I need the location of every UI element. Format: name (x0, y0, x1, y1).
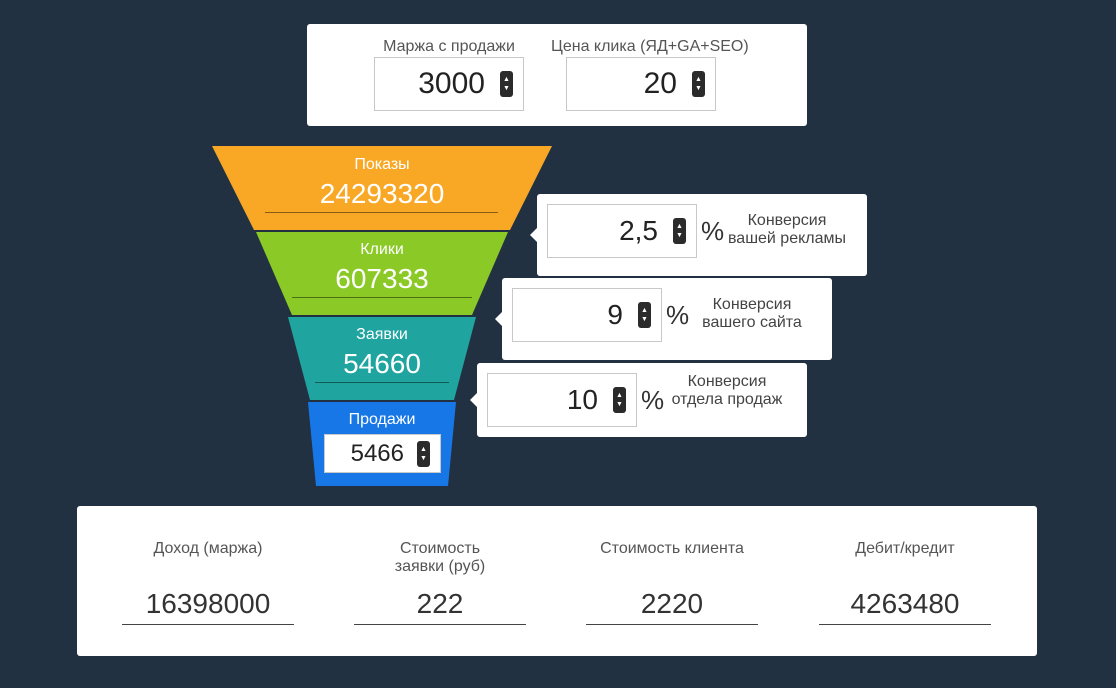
ad-conversion-box: 2,5 ▲▼ % Конверсия вашей рекламы (530, 194, 867, 276)
sales-conversion-spinner-icon[interactable]: ▲▼ (613, 387, 626, 413)
margin-label: Маржа с продажи (383, 38, 515, 55)
funnel-stage-impressions: Показы 24293320 (212, 146, 552, 230)
sales-label: Продажи (348, 411, 416, 428)
margin-input[interactable]: 3000 ▲▼ (374, 57, 524, 111)
click-price-field: Цена клика (ЯД+GA+SEO) (551, 38, 749, 56)
sales-conversion-input[interactable]: 10 ▲▼ (487, 373, 637, 427)
lead-cost-label: Стоимость заявки (руб) (394, 540, 486, 575)
click-price-input[interactable]: 20 ▲▼ (566, 57, 716, 111)
leads-label: Заявки (356, 326, 408, 343)
ad-conversion-input[interactable]: 2,5 ▲▼ (547, 204, 697, 258)
click-price-value: 20 (643, 67, 677, 100)
funnel-stage-clicks: Клики 607333 (256, 232, 508, 315)
clicks-label: Клики (360, 241, 404, 258)
site-conversion-spinner-icon[interactable]: ▲▼ (638, 302, 651, 328)
click-price-label: Цена клика (ЯД+GA+SEO) (551, 38, 749, 55)
site-conversion-box: 9 ▲▼ % Конверсия вашего сайта (495, 278, 832, 360)
income-value: 16398000 (145, 588, 271, 619)
margin-value: 3000 (418, 67, 485, 100)
sales-conversion-value: 10 (566, 384, 598, 415)
sales-conversion-desc: Конверсия отдела продаж (671, 373, 783, 408)
click-price-spinner-icon[interactable]: ▲▼ (692, 71, 705, 97)
settings-panel: Маржа с продажи 3000 ▲▼ Цена клика (ЯД+G… (307, 24, 807, 126)
metric-income: Доход (маржа) 16398000 (108, 540, 308, 625)
debit-credit-underline (819, 624, 991, 625)
impressions-label: Показы (354, 156, 410, 173)
sales-conversion-percent: % (641, 385, 665, 415)
leads-underline (315, 382, 449, 383)
impressions-value: 24293320 (319, 178, 445, 209)
ad-conversion-spinner-icon[interactable]: ▲▼ (673, 218, 686, 244)
debit-credit-label: Дебит/кредит (855, 540, 955, 557)
clicks-value: 607333 (335, 263, 429, 294)
sales-conversion-pointer (470, 393, 477, 407)
site-conversion-desc: Конверсия вашего сайта (702, 296, 802, 331)
metric-debit-credit: Дебит/кредит 4263480 (805, 540, 1005, 625)
income-label: Доход (маржа) (153, 540, 263, 557)
funnel-stage-leads: Заявки 54660 (288, 317, 476, 400)
sales-conversion-box: 10 ▲▼ % Конверсия отдела продаж (470, 363, 807, 437)
ad-conversion-pointer (530, 228, 537, 242)
client-cost-value: 2220 (640, 588, 704, 619)
sales-spinner-icon[interactable]: ▲▼ (417, 440, 430, 467)
site-conversion-percent: % (666, 300, 690, 330)
ad-conversion-percent: % (701, 216, 725, 246)
margin-field: Маржа с продажи (359, 38, 539, 56)
metric-lead-cost: Стоимость заявки (руб) 222 (340, 540, 540, 625)
client-cost-label: Стоимость клиента (600, 540, 744, 557)
impressions-underline (265, 212, 498, 213)
sales-input[interactable]: 5466 ▲▼ (324, 434, 441, 473)
ad-conversion-desc: Конверсия вашей рекламы (727, 212, 847, 247)
results-panel: Доход (маржа) 16398000 Стоимость заявки … (77, 506, 1037, 656)
sales-value: 5466 (350, 439, 404, 467)
site-conversion-value: 9 (607, 299, 623, 330)
ad-conversion-value: 2,5 (619, 215, 658, 246)
client-cost-underline (586, 624, 758, 625)
margin-spinner-icon[interactable]: ▲▼ (500, 71, 513, 97)
lead-cost-underline (354, 624, 526, 625)
leads-value: 54660 (343, 348, 421, 379)
site-conversion-pointer (495, 312, 502, 326)
clicks-underline (292, 297, 472, 298)
income-underline (122, 624, 294, 625)
site-conversion-input[interactable]: 9 ▲▼ (512, 288, 662, 342)
metric-client-cost: Стоимость клиента 2220 (572, 540, 772, 625)
lead-cost-value: 222 (416, 588, 464, 619)
debit-credit-value: 4263480 (850, 588, 960, 619)
